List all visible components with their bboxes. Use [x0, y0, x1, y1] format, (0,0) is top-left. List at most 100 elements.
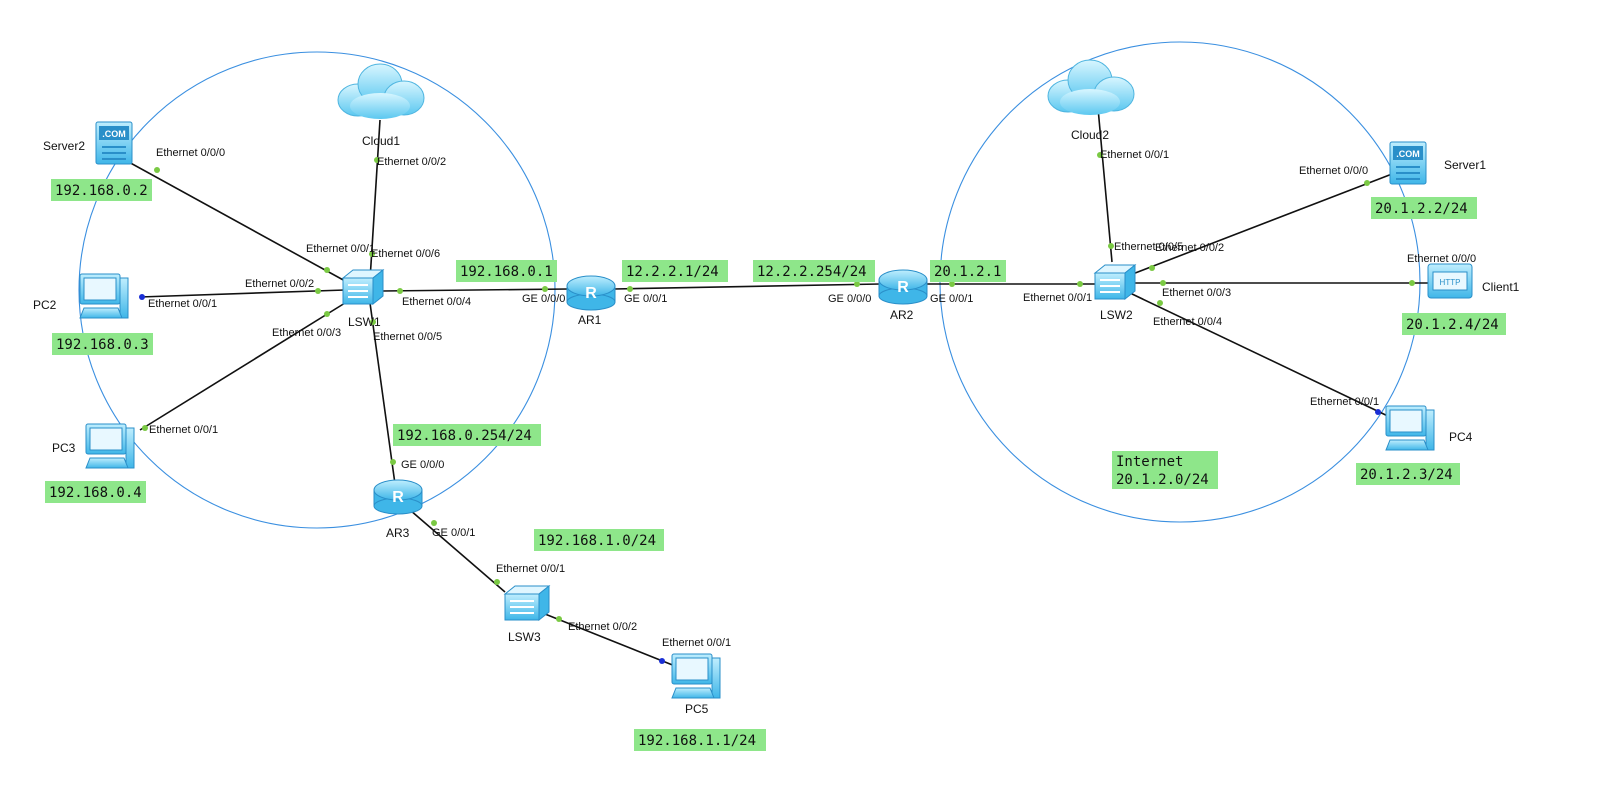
- cloud2-label: Cloud2: [1071, 128, 1109, 142]
- ar1-label: AR1: [578, 313, 602, 327]
- router-icon-text: R: [585, 285, 597, 302]
- port-dot: [1157, 300, 1163, 306]
- port-label: GE 0/0/0: [522, 293, 565, 305]
- port-dot: [397, 288, 403, 294]
- pc5-label: PC5: [685, 702, 709, 716]
- ip-labels: 192.168.0.2 192.168.0.3 192.168.0.4 192.…: [45, 179, 1506, 751]
- port-label: GE 0/0/0: [401, 459, 444, 471]
- port-dot: [431, 520, 437, 526]
- ip-label-server1: 20.1.2.2/24: [1371, 197, 1477, 219]
- port-label: Ethernet 0/0/3: [272, 327, 341, 339]
- svg-text:20.1.2.3/24: 20.1.2.3/24: [1360, 467, 1453, 483]
- server2-icon[interactable]: .COM: [95, 121, 133, 165]
- port-dot: [542, 286, 548, 292]
- ip-label-ar2-ge000: 12.2.2.254/24: [753, 260, 875, 282]
- ip-label-pc2: 192.168.0.3: [52, 333, 153, 355]
- pc2-label: PC2: [33, 298, 57, 312]
- ar1-router-icon[interactable]: R: [566, 275, 616, 311]
- port-label: Ethernet 0/0/1: [496, 563, 565, 575]
- pc2-icon[interactable]: [79, 273, 129, 319]
- svg-text:192.168.0.254/24: 192.168.0.254/24: [397, 428, 532, 444]
- port-label: GE 0/0/1: [624, 293, 667, 305]
- link-cloud2-lsw2: [1097, 107, 1113, 263]
- links: [124, 107, 1432, 671]
- router-icon-text: R: [897, 279, 909, 296]
- port-label: Ethernet 0/0/5: [1114, 241, 1183, 253]
- port-label: Ethernet 0/0/1: [1310, 396, 1379, 408]
- client1-icon[interactable]: HTTP: [1427, 263, 1473, 299]
- port-dot: [627, 286, 633, 292]
- server2-label: Server2: [43, 139, 85, 153]
- server1-label: Server1: [1444, 158, 1486, 172]
- port-dot: [154, 167, 160, 173]
- link-lsw2-server1: [1129, 173, 1393, 276]
- ip-label-net-192-168-1: 192.168.1.0/24: [534, 529, 664, 551]
- cloud2-icon[interactable]: [1047, 59, 1135, 115]
- port-dot: [1364, 180, 1370, 186]
- internet-net-label: 20.1.2.0/24: [1116, 472, 1209, 488]
- port-dot: [324, 311, 330, 317]
- port-label: Ethernet 0/0/1: [149, 424, 218, 436]
- port-label: Ethernet 0/0/4: [402, 296, 471, 308]
- lsw2-icon[interactable]: [1093, 263, 1137, 301]
- pc3-icon[interactable]: [85, 423, 135, 469]
- port-dot: [374, 157, 380, 163]
- ip-label-ar2-ge001: 20.1.2.1: [930, 260, 1006, 282]
- internet-label: Internet: [1116, 454, 1183, 470]
- client-icon-text: HTTP: [1440, 278, 1461, 287]
- port-label: GE 0/0/1: [930, 293, 973, 305]
- lsw3-icon[interactable]: [503, 584, 551, 622]
- ar2-router-icon[interactable]: R: [878, 269, 928, 305]
- svg-text:192.168.0.2: 192.168.0.2: [55, 183, 148, 199]
- port-dot: [1409, 280, 1415, 286]
- port-label: Ethernet 0/0/3: [1162, 287, 1231, 299]
- port-dot-pc: [139, 294, 145, 300]
- port-label: Ethernet 0/0/1: [1100, 149, 1169, 161]
- svg-text:20.1.2.1: 20.1.2.1: [934, 264, 1001, 280]
- ip-label-ar1-ge001: 12.2.2.1/24: [622, 260, 728, 282]
- cloud1-icon[interactable]: [337, 63, 425, 119]
- ip-label-ar1-ge000: 192.168.0.1: [456, 260, 557, 282]
- cloud1-label: Cloud1: [362, 134, 400, 148]
- ar3-router-icon[interactable]: R: [373, 479, 423, 515]
- ip-label-ar3-ge000: 192.168.0.254/24: [393, 424, 541, 446]
- client1-label: Client1: [1482, 280, 1520, 294]
- router-icon-text: R: [392, 489, 404, 506]
- port-label: Ethernet 0/0/0: [156, 147, 225, 159]
- link-lsw1-ar1: [381, 288, 569, 292]
- svg-text:192.168.0.4: 192.168.0.4: [49, 485, 142, 501]
- link-pc3-lsw1: [139, 302, 346, 431]
- port-dot-pc: [659, 658, 665, 664]
- ip-label-pc4: 20.1.2.3/24: [1356, 463, 1460, 485]
- link-lsw2-pc4: [1129, 292, 1393, 419]
- link-pc2-lsw1: [139, 289, 346, 298]
- intranet-zone-circle: [78, 51, 556, 529]
- port-label: GE 0/0/0: [828, 293, 871, 305]
- server-icon-text: .COM: [102, 129, 126, 139]
- server1-icon[interactable]: .COM: [1389, 141, 1427, 185]
- port-label: Ethernet 0/0/2: [568, 621, 637, 633]
- pc5-icon[interactable]: [671, 653, 721, 699]
- svg-text:192.168.1.0/24: 192.168.1.0/24: [538, 533, 656, 549]
- port-label: Ethernet 0/0/6: [371, 248, 440, 260]
- lsw1-icon[interactable]: [341, 268, 385, 306]
- ip-label-internet: Internet 20.1.2.0/24: [1112, 451, 1218, 489]
- server-icon-text: .COM: [1396, 149, 1420, 159]
- port-dot: [494, 579, 500, 585]
- port-dot: [854, 281, 860, 287]
- port-label: Ethernet 0/0/1: [662, 637, 731, 649]
- port-dot: [949, 281, 955, 287]
- link-server2-lsw1: [124, 159, 357, 288]
- port-label: Ethernet 0/0/2: [1155, 242, 1224, 254]
- port-label: Ethernet 0/0/1: [1023, 292, 1092, 304]
- ip-label-client1: 20.1.2.4/24: [1402, 313, 1506, 335]
- port-dot: [315, 288, 321, 294]
- port-label: Ethernet 0/0/5: [373, 331, 442, 343]
- lsw1-label: LSW1: [348, 315, 381, 329]
- ar3-label: AR3: [386, 526, 410, 540]
- ar2-label: AR2: [890, 308, 914, 322]
- port-label: Ethernet 0/0/0: [1407, 253, 1476, 265]
- svg-text:192.168.0.3: 192.168.0.3: [56, 337, 149, 353]
- pc4-icon[interactable]: [1385, 405, 1435, 451]
